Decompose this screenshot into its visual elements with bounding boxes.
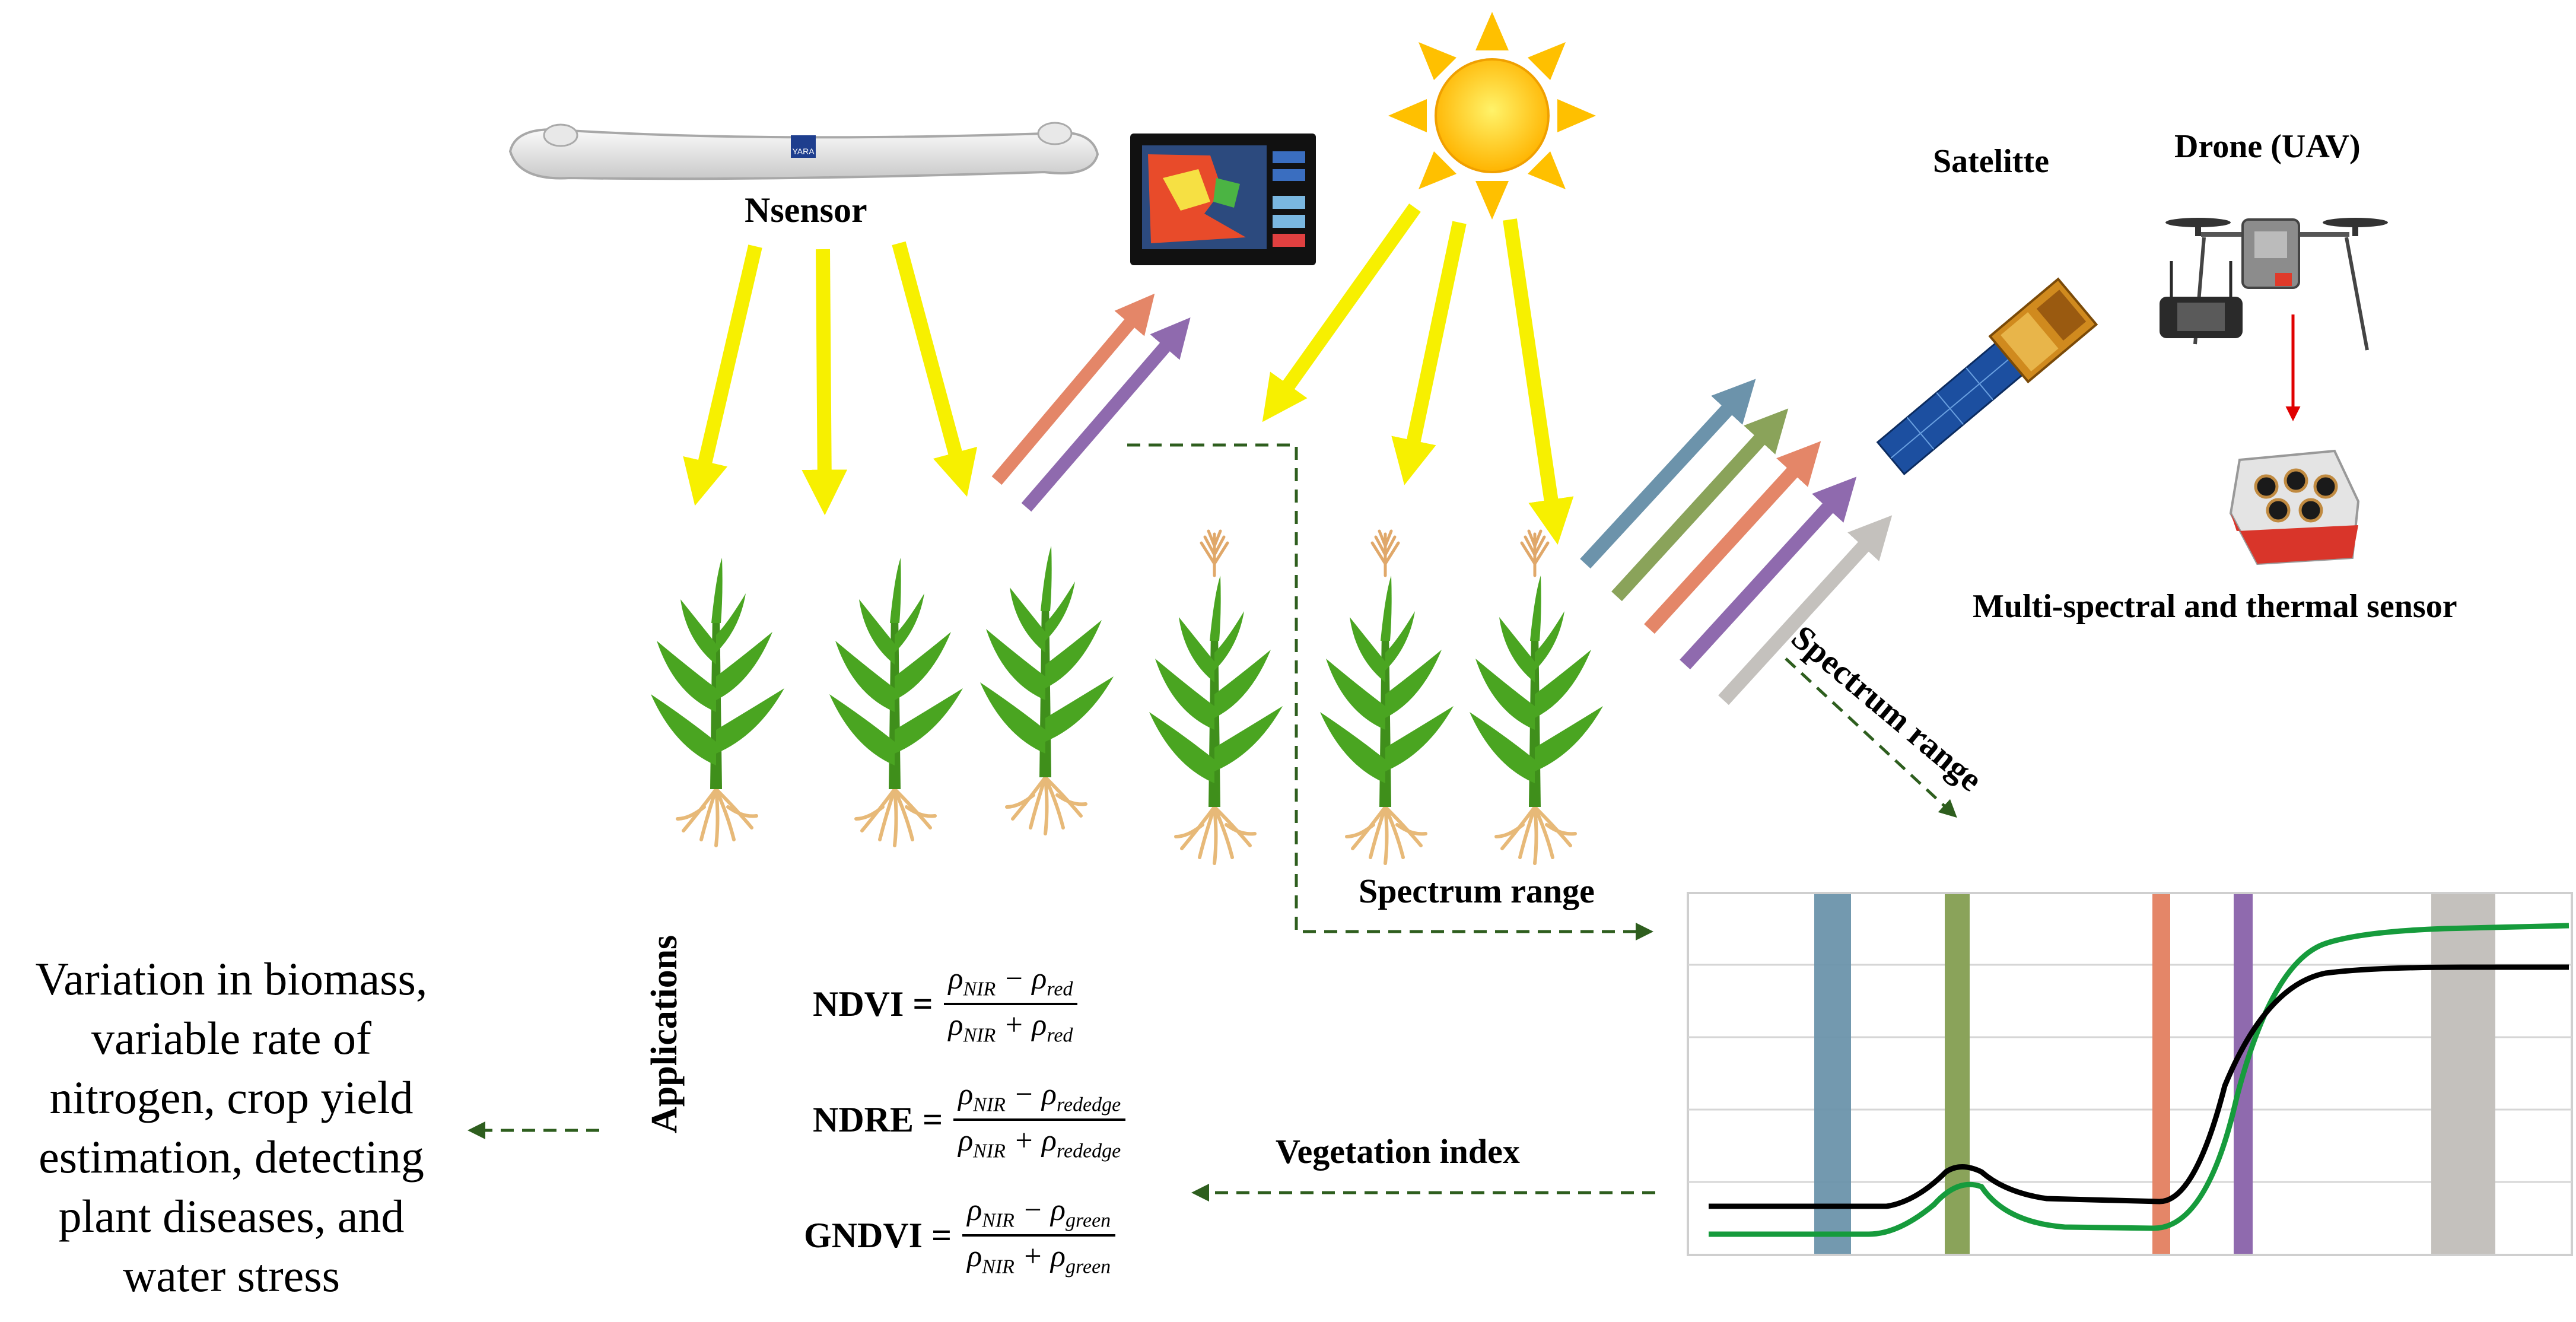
sunlight-arrows	[1262, 204, 1574, 545]
ndre-formula: NDRE = ρNIR − ρrededge ρNIR + ρrededge	[813, 1077, 1126, 1163]
gndvi-formula: GNDVI = ρNIR − ρgreen ρNIR + ρgreen	[804, 1193, 1116, 1279]
band-green	[1945, 894, 1970, 1254]
ndre-denominator: ρNIR + ρrededge	[958, 1124, 1121, 1162]
gndvi-numerator: ρNIR − ρgreen	[967, 1193, 1111, 1232]
vegetation-index-label: Vegetation index	[1276, 1132, 1520, 1171]
controller-icon	[2160, 261, 2243, 338]
fraction-bar	[953, 1118, 1126, 1121]
fraction-bar	[943, 1003, 1078, 1006]
reflectance-arrows-to-display	[991, 293, 1191, 512]
gndvi-name: GNDVI =	[804, 1215, 952, 1255]
satellite-label: Satelitte	[1933, 143, 2049, 180]
ndvi-formula: NDVI = ρNIR − ρred ρNIR + ρred	[813, 961, 1078, 1047]
applications-label: Applications	[644, 935, 685, 1133]
band-nir	[2431, 894, 2495, 1254]
crop-plant-icon	[651, 558, 784, 846]
ndvi-name: NDVI =	[813, 984, 933, 1024]
reflectance-arrows-to-satellite	[1580, 379, 1893, 706]
fraction-bar	[962, 1234, 1116, 1237]
device-logo: YARA	[792, 147, 815, 156]
ndvi-numerator: ρNIR − ρred	[948, 962, 1073, 1000]
nsensor-light-arrows	[683, 241, 978, 516]
sensor-label: Multi-spectral and thermal sensor	[1973, 588, 2457, 625]
reflectance-curve-green	[1709, 923, 2569, 1237]
multispectral-camera-icon	[2229, 449, 2360, 565]
applications-description: Variation in biomass, variable rate of n…	[35, 953, 428, 1301]
band-red	[2152, 894, 2170, 1254]
ndre-numerator: ρNIR − ρrededge	[958, 1078, 1121, 1116]
crop-plant-icon	[1470, 531, 1603, 863]
spectrum-range-label: Spectrum range	[1359, 872, 1595, 910]
drone-label: Drone (UAV)	[2174, 128, 2361, 165]
gndvi-denominator: ρNIR + ρgreen	[967, 1240, 1111, 1278]
crop-plant-icon	[1320, 531, 1454, 863]
crop-plant-icon	[1149, 531, 1283, 863]
nsensor-label: Nsensor	[745, 190, 867, 230]
sun-icon	[1388, 12, 1596, 220]
drone-icon	[2160, 218, 2388, 351]
crop-plant-icon	[829, 558, 963, 846]
reflectance-curve-black	[1709, 964, 2569, 1209]
band-blue	[1814, 894, 1851, 1254]
nsensor-device-icon: YARA	[508, 122, 1099, 180]
satellite-icon	[1876, 277, 2098, 476]
crop-plants	[651, 531, 1603, 863]
tablet-display-icon	[1130, 134, 1316, 265]
ndvi-denominator: ρNIR + ρred	[948, 1008, 1073, 1047]
reflectance-chart	[1687, 892, 2573, 1256]
dashed-connectors	[468, 443, 1957, 1202]
ndre-name: NDRE =	[813, 1099, 943, 1139]
crop-plant-icon	[980, 546, 1114, 834]
